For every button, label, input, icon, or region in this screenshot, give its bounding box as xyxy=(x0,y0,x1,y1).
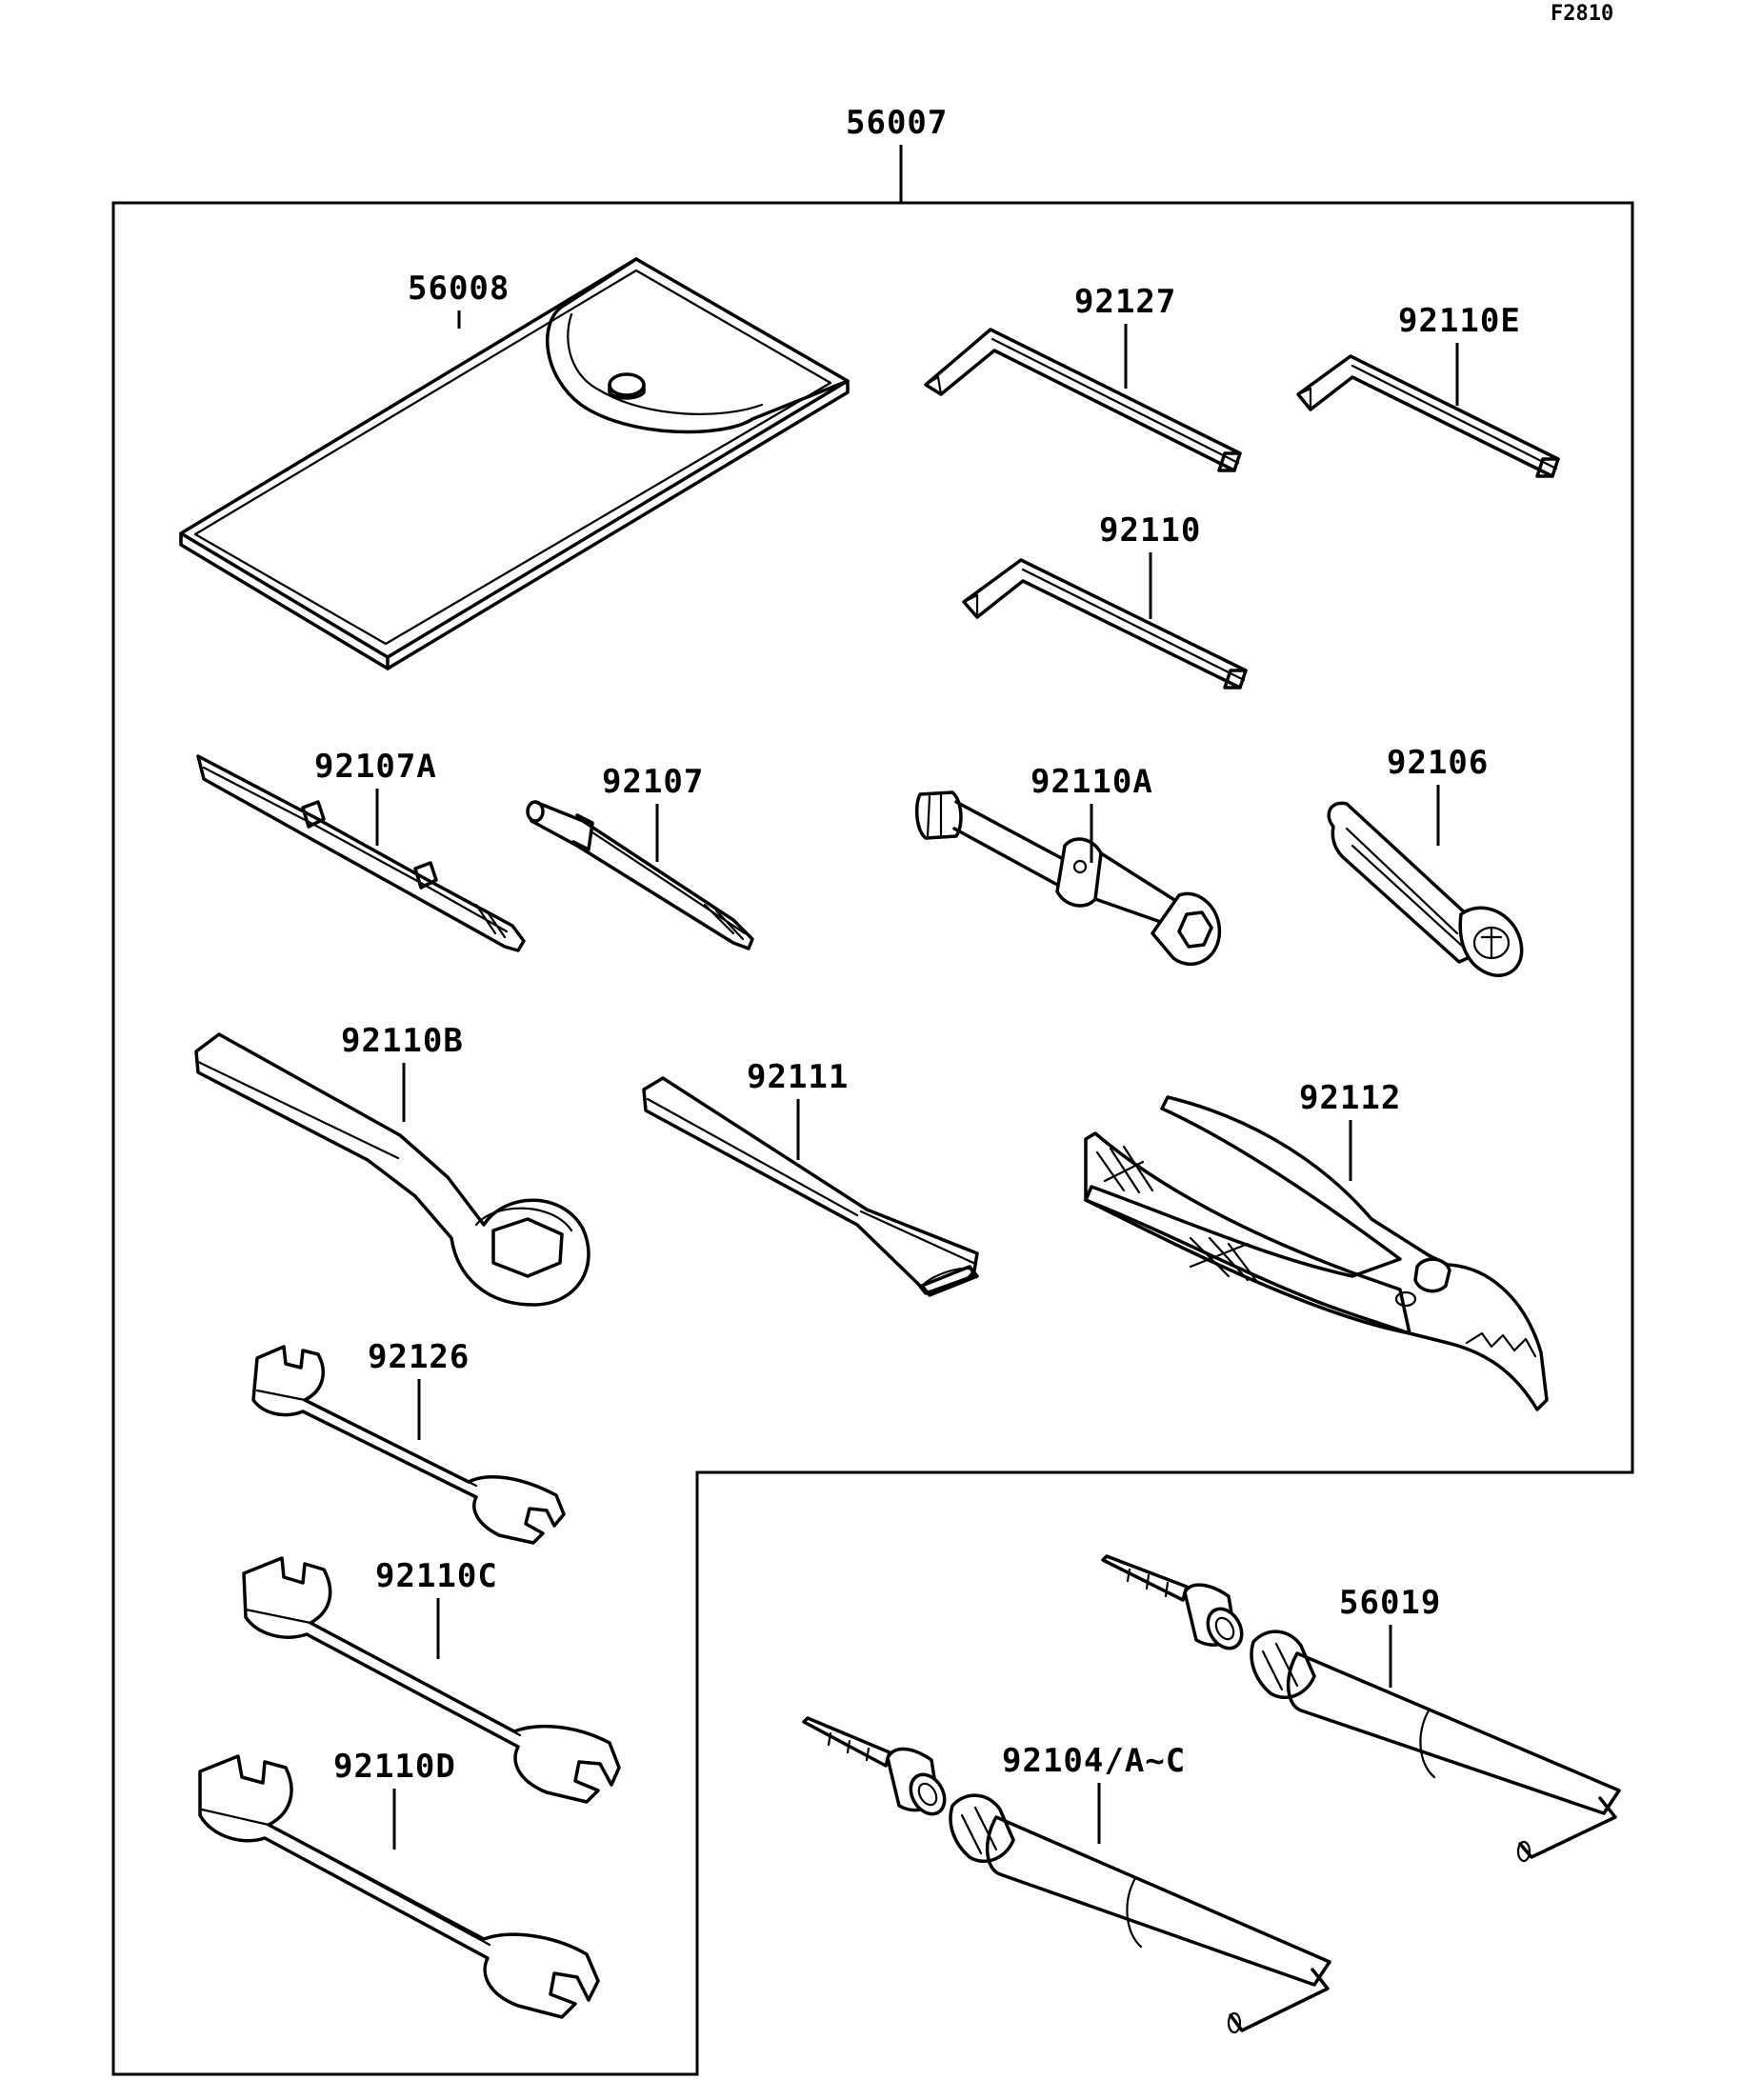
assembly-label: 56007 xyxy=(846,104,948,142)
extension-bar-92111-drawing xyxy=(642,1076,979,1297)
hex-key-92110E-drawing xyxy=(1296,354,1560,478)
grease-tube-56019-drawing xyxy=(1101,1554,1621,1863)
grease-tube-92104-drawing xyxy=(802,1716,1331,2034)
label-92126: 92126 xyxy=(368,1338,470,1376)
label-92112: 92112 xyxy=(1299,1079,1401,1117)
label-92110: 92110 xyxy=(1099,511,1201,550)
hex-key-92110-drawing xyxy=(962,558,1248,690)
wrench-92110C-drawing xyxy=(242,1556,621,1804)
wrench-92126-drawing xyxy=(251,1345,566,1545)
label-92110A: 92110A xyxy=(1031,763,1153,801)
label-56008: 56008 xyxy=(408,270,510,308)
label-92110E: 92110E xyxy=(1398,302,1521,340)
label-92107A: 92107A xyxy=(314,748,437,786)
pouch-drawing xyxy=(179,257,850,670)
label-92106: 92106 xyxy=(1387,744,1489,782)
bit-92107-drawing xyxy=(526,800,754,950)
pliers-92112-drawing xyxy=(1084,1095,1549,1411)
handle-92106-drawing xyxy=(1327,801,1524,977)
bit-92107A-drawing xyxy=(196,754,526,952)
label-92110D: 92110D xyxy=(333,1748,456,1786)
label-56019: 56019 xyxy=(1339,1584,1441,1622)
label-92104: 92104/A~C xyxy=(1002,1742,1186,1780)
label-92110C: 92110C xyxy=(375,1557,498,1595)
label-92111: 92111 xyxy=(747,1058,849,1096)
wrench-92110D-drawing xyxy=(198,1754,600,2019)
label-92107: 92107 xyxy=(602,763,704,801)
box-wrench-92110B-drawing xyxy=(194,1032,590,1307)
label-92127: 92127 xyxy=(1074,283,1176,321)
assembly-frame xyxy=(111,201,1634,2076)
socket-92110A-drawing xyxy=(914,790,1222,967)
figure-code: F2810 xyxy=(1551,2,1613,26)
label-92110B: 92110B xyxy=(341,1022,464,1060)
hex-key-92127-drawing xyxy=(924,328,1242,472)
